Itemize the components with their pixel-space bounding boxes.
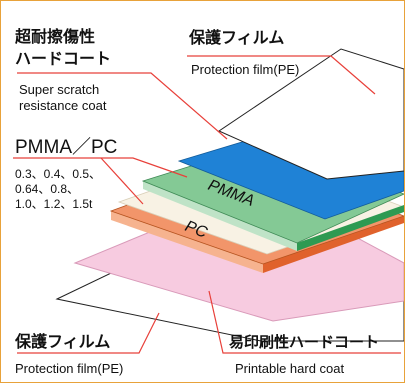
top-film-leader [187, 55, 376, 95]
printable-coat-leader [208, 290, 401, 354]
pc-layer-label: PC [183, 218, 210, 242]
thickness-line-1: 0.3、0.4、0.5、 [15, 167, 101, 181]
scratch-coat-leader [17, 72, 228, 140]
printable-coat-label-en: Printable hard coat [235, 361, 345, 376]
pmma-layer-edge [297, 205, 404, 251]
scratch-coat-label-jp-line1: 超耐擦傷性 [14, 27, 95, 46]
pmma-pc-leader [13, 157, 188, 178]
thickness-line-3: 1.0、1.2、1.5t [15, 197, 93, 211]
bottom-film-label-en: Protection film(PE) [15, 361, 123, 376]
pc-layer-front [111, 211, 263, 273]
bottom-film-label-jp: 保護フィルム [14, 332, 110, 351]
scratch-coat-label-en-line2: resistance coat [19, 98, 107, 113]
pc-layer-edge [263, 216, 404, 273]
top-film-label-jp: 保護フィルム [188, 28, 284, 47]
pmma-pc-leader-branch [100, 157, 144, 205]
bottom-film-leader [17, 312, 160, 354]
thickness-line-2: 0.64、0.8、 [15, 182, 79, 196]
pmma-layer-front [143, 181, 297, 251]
printable-coat-label-jp: 易印刷性ハードコート [229, 333, 379, 351]
pmma-pc-title: PMMA／PC [15, 136, 117, 158]
top-protection-film [217, 48, 404, 180]
scratch-coat-label-en-line1: Super scratch [19, 82, 99, 97]
top-film-label-en: Protection film(PE) [191, 62, 299, 77]
scratch-coat-label-jp-line2: ハードコート [15, 49, 111, 68]
